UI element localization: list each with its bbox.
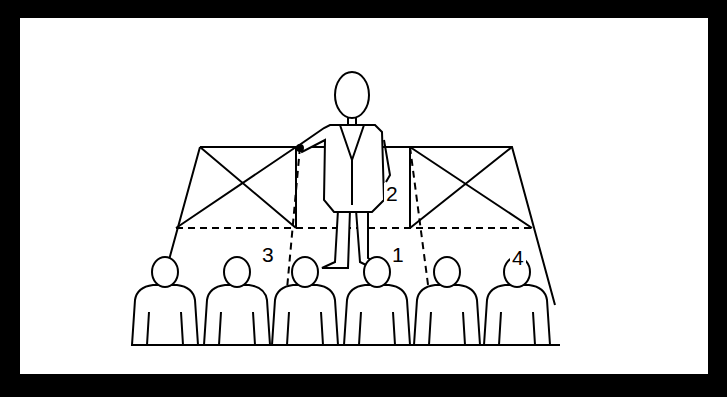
zone-number: 2	[384, 183, 400, 205]
zone-number: 3	[260, 244, 276, 266]
audience-head	[292, 257, 318, 287]
audience-head	[364, 257, 390, 287]
audience-body	[484, 285, 550, 345]
audience-body	[204, 285, 270, 345]
zone-wrap: 3	[260, 244, 276, 266]
audience-head	[434, 257, 460, 287]
white-panel	[20, 18, 708, 374]
audience-arm	[499, 312, 535, 345]
audience-arm	[359, 312, 395, 345]
presenter-figure	[297, 72, 390, 268]
audience-arm	[219, 312, 255, 345]
audience-arm	[147, 312, 183, 345]
audience-body	[414, 285, 480, 345]
audience-head	[152, 257, 178, 287]
zone-wrap: 1	[390, 244, 406, 266]
zone-wrap: 4	[510, 247, 526, 269]
zone-wrap: 2	[384, 183, 400, 205]
audience-body	[272, 285, 338, 345]
audience	[132, 257, 560, 345]
zone-number: 4	[510, 247, 526, 269]
audience-body	[132, 285, 198, 345]
cross-box-right	[410, 147, 532, 228]
audience-arm	[287, 312, 323, 345]
audience-head	[224, 257, 250, 287]
audience-body	[344, 285, 410, 345]
cross-box-left	[176, 147, 296, 228]
zone-number: 1	[390, 244, 406, 266]
audience-arm	[429, 312, 465, 345]
